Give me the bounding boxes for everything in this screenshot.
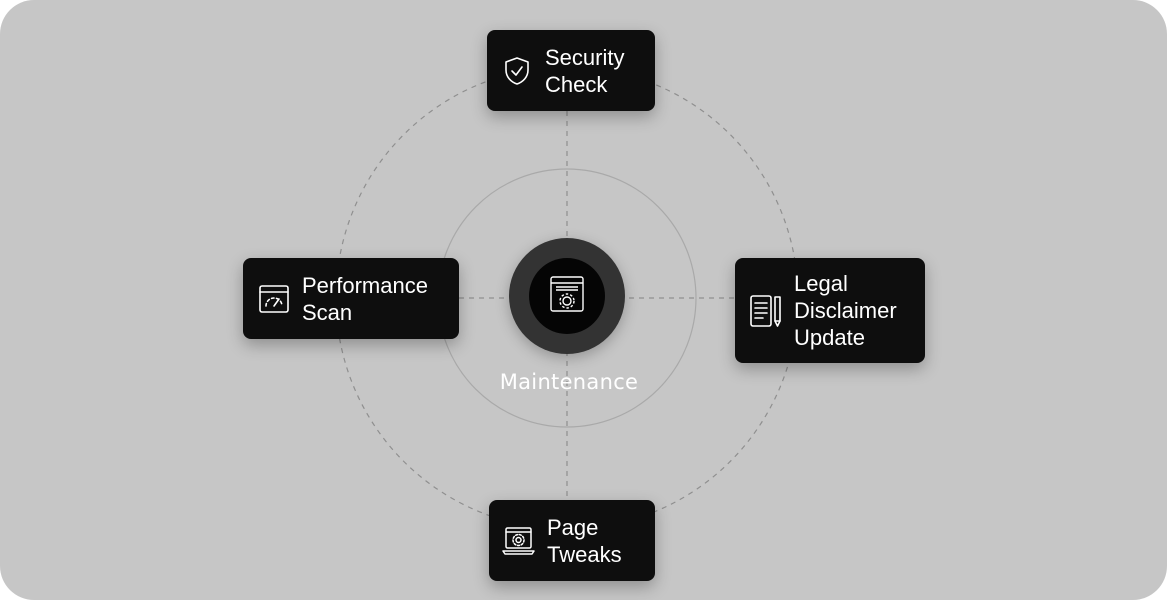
performance-scan-label: Performance Scan bbox=[302, 272, 428, 325]
page-tweaks-label: Page Tweaks bbox=[547, 514, 622, 567]
security-check-label: Security Check bbox=[545, 44, 625, 97]
security-check-card[interactable]: Security Check bbox=[487, 30, 655, 111]
page-tweaks-card[interactable]: Page Tweaks bbox=[489, 500, 655, 581]
center-label: Maintenance bbox=[499, 370, 639, 394]
speedometer-window-icon bbox=[258, 284, 290, 314]
laptop-gear-icon bbox=[502, 526, 535, 556]
performance-scan-card[interactable]: Performance Scan bbox=[243, 258, 459, 339]
browser-gear-icon bbox=[549, 275, 585, 318]
legal-disclaimer-update-card[interactable]: Legal Disclaimer Update bbox=[735, 258, 925, 363]
hub-core bbox=[529, 258, 605, 334]
legal-disclaimer-update-label: Legal Disclaimer Update bbox=[794, 271, 897, 350]
document-pen-icon bbox=[749, 293, 783, 329]
maintenance-hub bbox=[509, 238, 625, 354]
shield-check-icon bbox=[502, 56, 532, 86]
